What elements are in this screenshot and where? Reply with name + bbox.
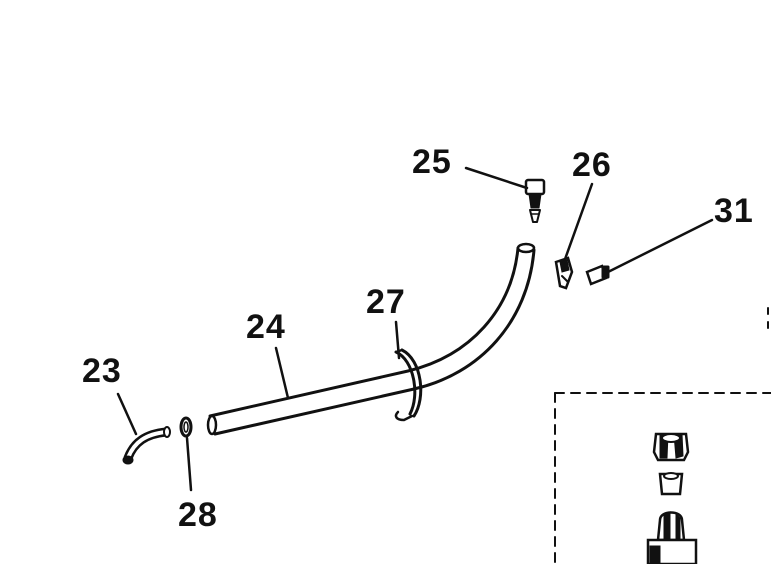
callout-23: 23: [82, 352, 122, 390]
callout-24: 24: [246, 308, 286, 346]
leader-25: [464, 166, 529, 190]
leader-28: [185, 436, 193, 492]
leader-27: [394, 320, 401, 360]
inset-box: [554, 392, 771, 565]
inset-spark-plug: [646, 511, 698, 566]
part-25-barb-fitting: [524, 178, 546, 223]
callout-31: 31: [714, 192, 754, 230]
leader-24: [274, 346, 290, 400]
leader-31: [606, 218, 714, 274]
leader-26: [562, 182, 594, 264]
callout-28: 28: [178, 496, 218, 534]
inset-nut: [652, 432, 690, 462]
inset-washer: [658, 472, 684, 496]
part-23-elbow-fitting: [122, 426, 171, 465]
part-31-fitting: [585, 264, 610, 286]
callout-25: 25: [412, 143, 452, 181]
callout-27: 27: [366, 283, 406, 321]
callout-26: 26: [572, 146, 612, 184]
part-27-clamp: [394, 348, 423, 422]
leader-23: [116, 392, 138, 436]
part-28-o-ring: [179, 416, 193, 438]
part-24-hose: [206, 242, 536, 436]
leader-lines: [116, 166, 714, 492]
